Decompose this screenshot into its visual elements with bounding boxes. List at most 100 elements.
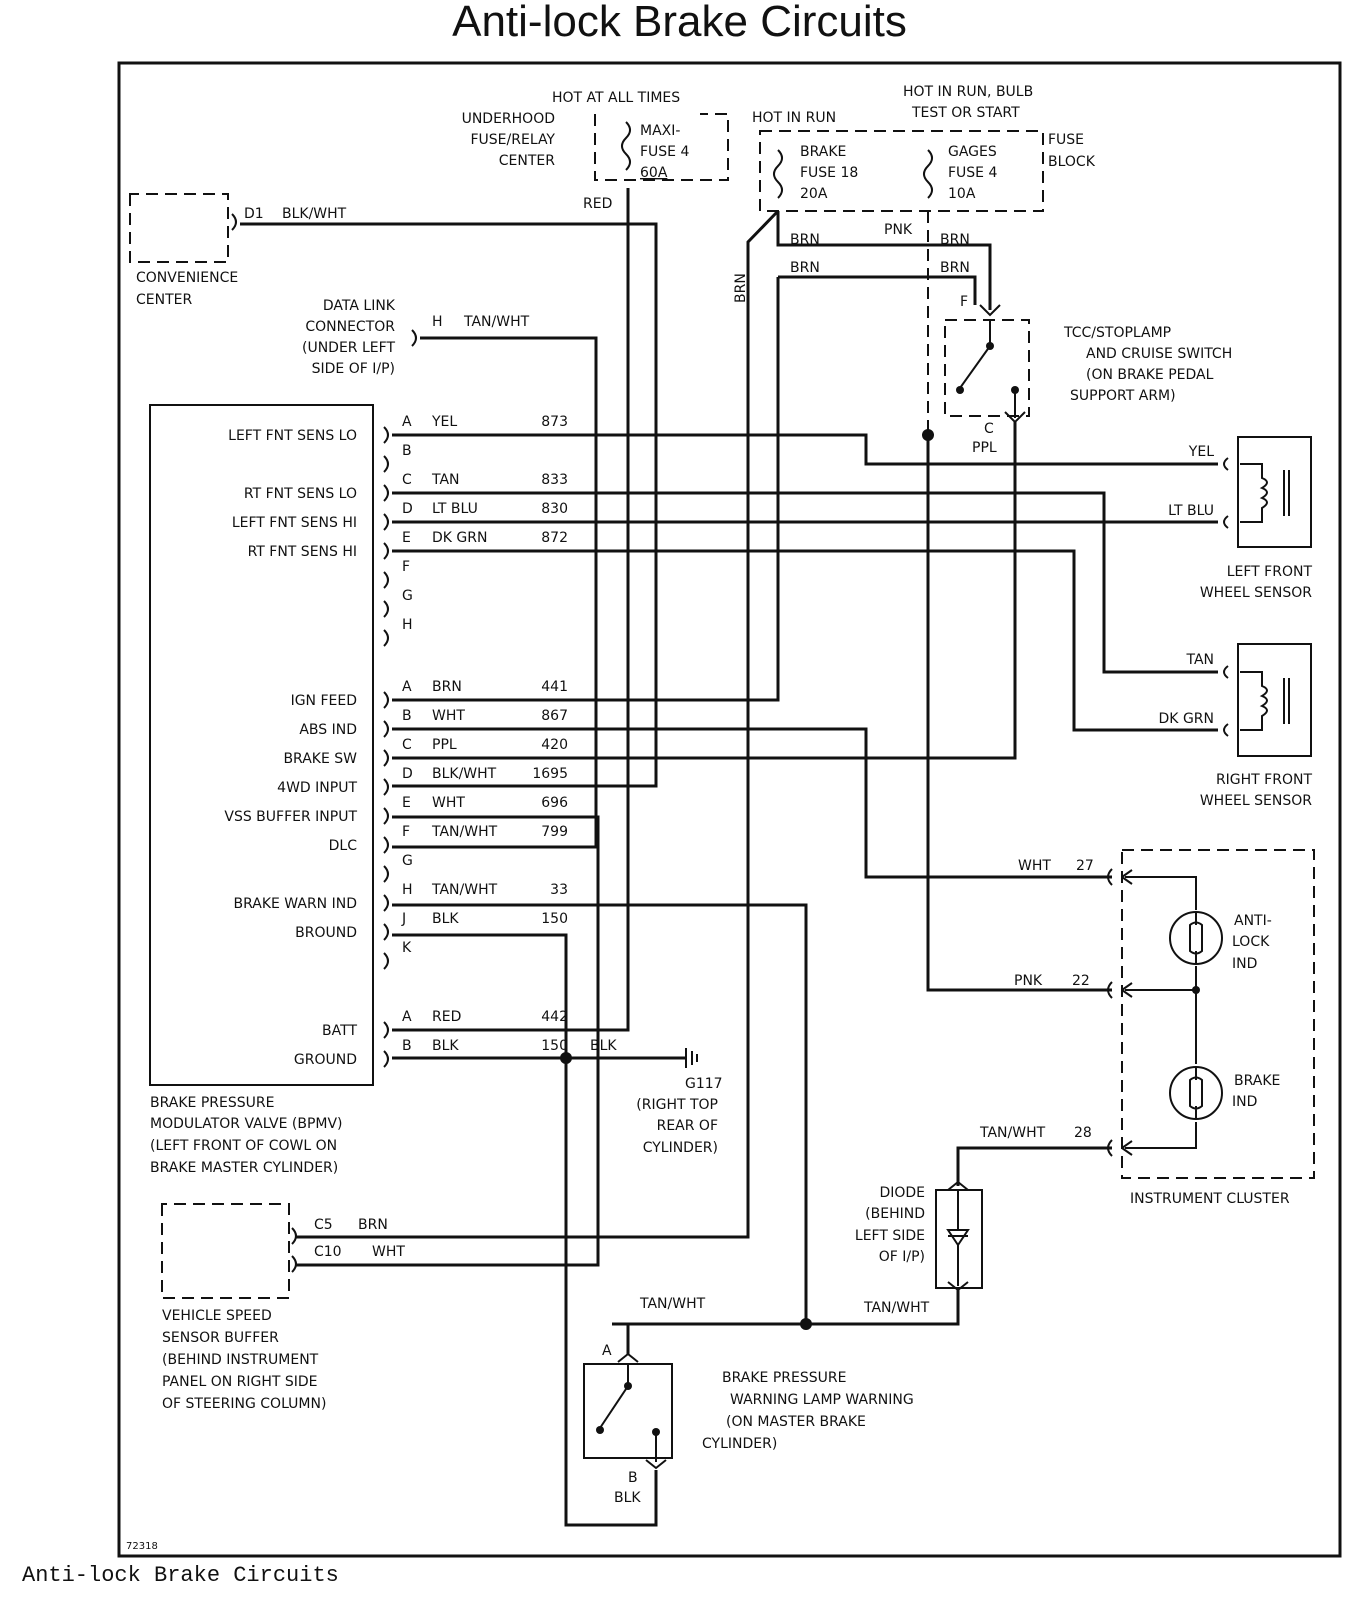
connector1-pin-c-terminal bbox=[383, 484, 389, 502]
connector1-pin-a-color: YEL bbox=[431, 414, 457, 430]
maxi-fuse-label-2: FUSE 4 bbox=[640, 144, 689, 160]
switch-pin-b: B bbox=[628, 1470, 638, 1486]
g117-label-4: CYLINDER) bbox=[643, 1140, 718, 1156]
connector3-pin-a-terminal bbox=[383, 1021, 389, 1039]
left-sensor-core bbox=[1283, 470, 1290, 516]
connector2-pin-d-circuit: 1695 bbox=[532, 766, 568, 782]
connector2-pin-g-terminal bbox=[383, 865, 389, 883]
caption: Anti-lock Brake Circuits bbox=[22, 1563, 339, 1588]
c5-pin-label: C5 bbox=[314, 1217, 333, 1233]
fuse-block-label-1: FUSE bbox=[1048, 132, 1084, 148]
pnk-label-1: PNK bbox=[884, 222, 913, 238]
wire-tan-wht-diode bbox=[612, 1288, 960, 1326]
left-sensor-label-1: LEFT FRONT bbox=[1227, 564, 1313, 580]
switch-label-3: (ON MASTER BRAKE bbox=[726, 1414, 866, 1430]
convenience-label-1: CONVENIENCE bbox=[136, 270, 238, 286]
connector2-pin-c-letter: C bbox=[402, 737, 412, 753]
switch-connector-b bbox=[645, 1459, 667, 1470]
wire-yel-873 bbox=[392, 433, 1218, 466]
connector1-pin-a-letter: A bbox=[402, 414, 412, 430]
wire-brn-to-switch bbox=[776, 211, 992, 310]
ground-splice bbox=[560, 1052, 572, 1064]
switch-pivot bbox=[624, 1382, 632, 1390]
connector1-pin-b-letter: B bbox=[402, 443, 412, 459]
underhood-label-3: CENTER bbox=[499, 153, 555, 169]
ppl-label: PPL bbox=[972, 440, 997, 456]
connector2-pin-h-function: BRAKE WARN IND bbox=[233, 896, 357, 912]
connector2-pin-a-circuit: 441 bbox=[541, 679, 568, 695]
tanwht-diode-label: TAN/WHT bbox=[863, 1300, 930, 1316]
connector3-pin-b-letter: B bbox=[402, 1038, 412, 1054]
connector2-pin-b-function: ABS IND bbox=[299, 722, 357, 738]
connector3-pin-b-function: GROUND bbox=[294, 1052, 357, 1068]
wire-tan-wht-dlc bbox=[392, 336, 598, 849]
connector2-pin-h-terminal bbox=[383, 894, 389, 912]
red-wire-label: RED bbox=[583, 196, 612, 212]
tcc-label-1: TCC/STOPLAMP bbox=[1063, 325, 1171, 341]
bpmv-label-1: BRAKE PRESSURE bbox=[150, 1095, 274, 1111]
connector1-pin-b-terminal bbox=[383, 455, 389, 473]
antilock-label-2: LOCK bbox=[1232, 934, 1270, 950]
wire-ppl-brake-sw bbox=[392, 422, 1017, 760]
switch-connector-a bbox=[617, 1352, 639, 1363]
cluster-internal-wiring bbox=[1125, 876, 1197, 1149]
connector2-pin-d-function: 4WD INPUT bbox=[277, 780, 357, 796]
brake-ind-label-1: BRAKE bbox=[1234, 1073, 1280, 1089]
dk-grn-sensor-label: DK GRN bbox=[1159, 711, 1214, 727]
right-sensor-core bbox=[1283, 678, 1290, 724]
right-sensor-terminals bbox=[1223, 665, 1229, 737]
tcc-pin-c: C bbox=[984, 421, 994, 437]
connector1-pin-h-terminal bbox=[383, 629, 389, 647]
tan-sensor-label: TAN bbox=[1185, 652, 1214, 668]
connector1-pin-e-function: RT FNT SENS HI bbox=[248, 544, 357, 560]
right-sensor-label-1: RIGHT FRONT bbox=[1216, 772, 1313, 788]
instrument-cluster-box bbox=[1121, 849, 1315, 1179]
connector2-pin-a-terminal bbox=[383, 691, 389, 709]
wire-wht-696 bbox=[296, 815, 600, 1267]
cluster-pnk-label: PNK bbox=[1014, 973, 1043, 989]
connector2-pin-h-color: TAN/WHT bbox=[431, 882, 498, 898]
pnk-splice bbox=[922, 429, 934, 441]
connector1-pin-d-function: LEFT FNT SENS HI bbox=[232, 515, 357, 531]
switch-contact-2 bbox=[652, 1428, 660, 1436]
connector2-pin-f-terminal bbox=[383, 836, 389, 854]
connector1-pin-a-terminal bbox=[383, 426, 389, 444]
bpmv-box bbox=[149, 404, 374, 1086]
connector2-pin-h-letter: H bbox=[402, 882, 413, 898]
connector1-pin-c-letter: C bbox=[402, 472, 412, 488]
connector1-pin-c-circuit: 833 bbox=[541, 472, 568, 488]
brake-fuse-label-1: BRAKE bbox=[800, 144, 846, 160]
diagram-number: 72318 bbox=[126, 1541, 158, 1552]
tcc-label-3: (ON BRAKE PEDAL bbox=[1086, 367, 1214, 383]
cluster-connectors bbox=[1107, 868, 1113, 1157]
yel-sensor-label: YEL bbox=[1188, 444, 1214, 460]
connector2-pin-g-letter: G bbox=[402, 853, 413, 869]
dlc-wire-label: TAN/WHT bbox=[463, 314, 530, 330]
connector1-pin-d-terminal bbox=[383, 513, 389, 531]
c5-wire-label: BRN bbox=[358, 1217, 388, 1233]
tanwht-switch-label: TAN/WHT bbox=[639, 1296, 706, 1312]
connector1-pin-d-circuit: 830 bbox=[541, 501, 568, 517]
diode-icon bbox=[946, 1180, 970, 1292]
left-sensor-label-2: WHEEL SENSOR bbox=[1200, 585, 1312, 601]
cluster-22-label: 22 bbox=[1072, 973, 1090, 989]
maxi-fuse-label-1: MAXI- bbox=[640, 123, 680, 139]
tcc-connector-f bbox=[979, 304, 1001, 317]
cluster-tanwht-label: TAN/WHT bbox=[979, 1125, 1046, 1141]
wire-brn-ign-feed bbox=[392, 277, 780, 702]
bpmv-label-3: (LEFT FRONT OF COWL ON bbox=[150, 1138, 337, 1154]
wire-blk-150-ground bbox=[392, 933, 658, 1527]
wire-tan-833 bbox=[392, 491, 1218, 674]
connector2-pin-a-color: BRN bbox=[432, 679, 462, 695]
wire-blk-wht-4wd bbox=[240, 222, 658, 788]
connector3-pin-b-terminal bbox=[383, 1050, 389, 1068]
cluster-terminal-arrows bbox=[1121, 869, 1133, 1156]
connector2-pin-h-circuit: 33 bbox=[550, 882, 568, 898]
cluster-label: INSTRUMENT CLUSTER bbox=[1130, 1191, 1290, 1207]
dlc-label-4: SIDE OF I/P) bbox=[312, 361, 395, 377]
cluster-wht-label: WHT bbox=[1018, 858, 1051, 874]
brake-ind-filament bbox=[1189, 1067, 1203, 1119]
